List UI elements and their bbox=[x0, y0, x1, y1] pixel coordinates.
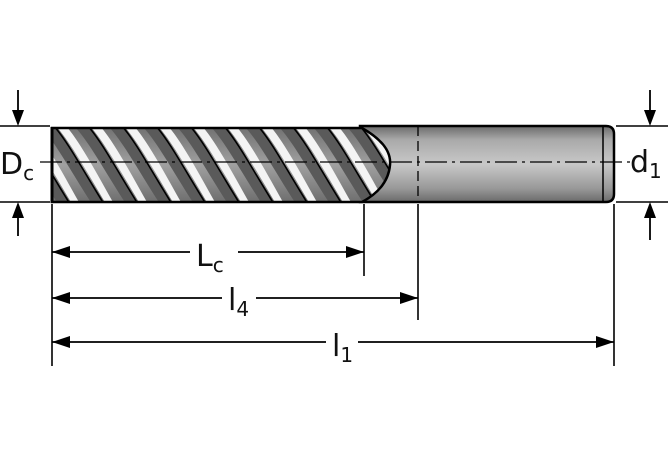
svg-text:l1: l1 bbox=[332, 329, 353, 367]
arrow-right-icon bbox=[346, 246, 364, 258]
l1-label-main: l bbox=[332, 329, 340, 364]
flute-highlight bbox=[192, 128, 250, 202]
svg-text:Dc: Dc bbox=[0, 147, 34, 185]
flute-highlight bbox=[90, 128, 148, 202]
flute-highlight bbox=[328, 128, 386, 202]
dimension-Dc: Dc bbox=[0, 90, 34, 236]
arrow-left-icon bbox=[52, 292, 70, 304]
flute-highlight bbox=[294, 128, 352, 202]
arrow-up-icon bbox=[12, 202, 24, 218]
l4-label-sub: 4 bbox=[236, 297, 249, 321]
flute-highlight bbox=[52, 128, 80, 202]
flute-edge bbox=[291, 128, 343, 202]
arrow-down-icon bbox=[644, 110, 656, 126]
dimension-l1: l1 bbox=[52, 329, 614, 367]
flute-groove bbox=[346, 128, 391, 202]
Dc-label-main: D bbox=[0, 147, 23, 182]
flute-highlight bbox=[56, 128, 114, 202]
flute-groove bbox=[108, 128, 172, 202]
flute-highlight bbox=[226, 128, 284, 202]
flute-groove bbox=[52, 128, 70, 202]
d1-label-main: d bbox=[630, 145, 649, 180]
flute-groove bbox=[52, 128, 104, 202]
flute-edge bbox=[325, 128, 377, 202]
flute-groove bbox=[210, 128, 274, 202]
tool-shank bbox=[358, 124, 616, 204]
flute-highlight bbox=[158, 128, 216, 202]
dimension-Lc: Lc bbox=[52, 239, 364, 277]
flute-edge bbox=[189, 128, 241, 202]
flute-groove bbox=[74, 128, 138, 202]
tool-flutes bbox=[52, 128, 391, 202]
arrow-right-icon bbox=[400, 292, 418, 304]
arrow-right-icon bbox=[596, 336, 614, 348]
flute-edge bbox=[359, 128, 391, 202]
flute-edge bbox=[53, 128, 105, 202]
flute-outline bbox=[50, 126, 392, 204]
Lc-label-sub: c bbox=[213, 253, 224, 277]
flute-groove bbox=[142, 128, 206, 202]
flute-highlight bbox=[260, 128, 318, 202]
flute-groove bbox=[244, 128, 308, 202]
end-mill-tool bbox=[40, 124, 630, 204]
d1-label-sub: 1 bbox=[649, 159, 662, 183]
extension-lines bbox=[0, 125, 668, 366]
arrow-down-icon bbox=[12, 110, 24, 126]
flute-edge bbox=[155, 128, 207, 202]
svg-text:l4: l4 bbox=[228, 283, 249, 321]
svg-text:Lc: Lc bbox=[196, 239, 224, 277]
flute-highlight bbox=[124, 128, 182, 202]
Lc-label-main: L bbox=[196, 239, 213, 274]
svg-text:d1: d1 bbox=[630, 145, 662, 183]
Dc-label-sub: c bbox=[23, 161, 34, 185]
arrow-left-icon bbox=[52, 336, 70, 348]
flute-edge bbox=[223, 128, 275, 202]
flute-groove bbox=[312, 128, 376, 202]
flute-edge bbox=[257, 128, 309, 202]
l4-label-main: l bbox=[228, 283, 236, 318]
arrow-left-icon bbox=[52, 246, 70, 258]
flute-groove bbox=[176, 128, 240, 202]
dimension-l4: l4 bbox=[52, 283, 418, 321]
arrow-up-icon bbox=[644, 202, 656, 218]
flute-edge bbox=[87, 128, 139, 202]
flute-groove bbox=[278, 128, 342, 202]
l1-label-sub: 1 bbox=[340, 343, 353, 367]
flute-edge bbox=[121, 128, 173, 202]
dimension-d1: d1 bbox=[630, 90, 662, 240]
flute-edge bbox=[52, 128, 71, 202]
